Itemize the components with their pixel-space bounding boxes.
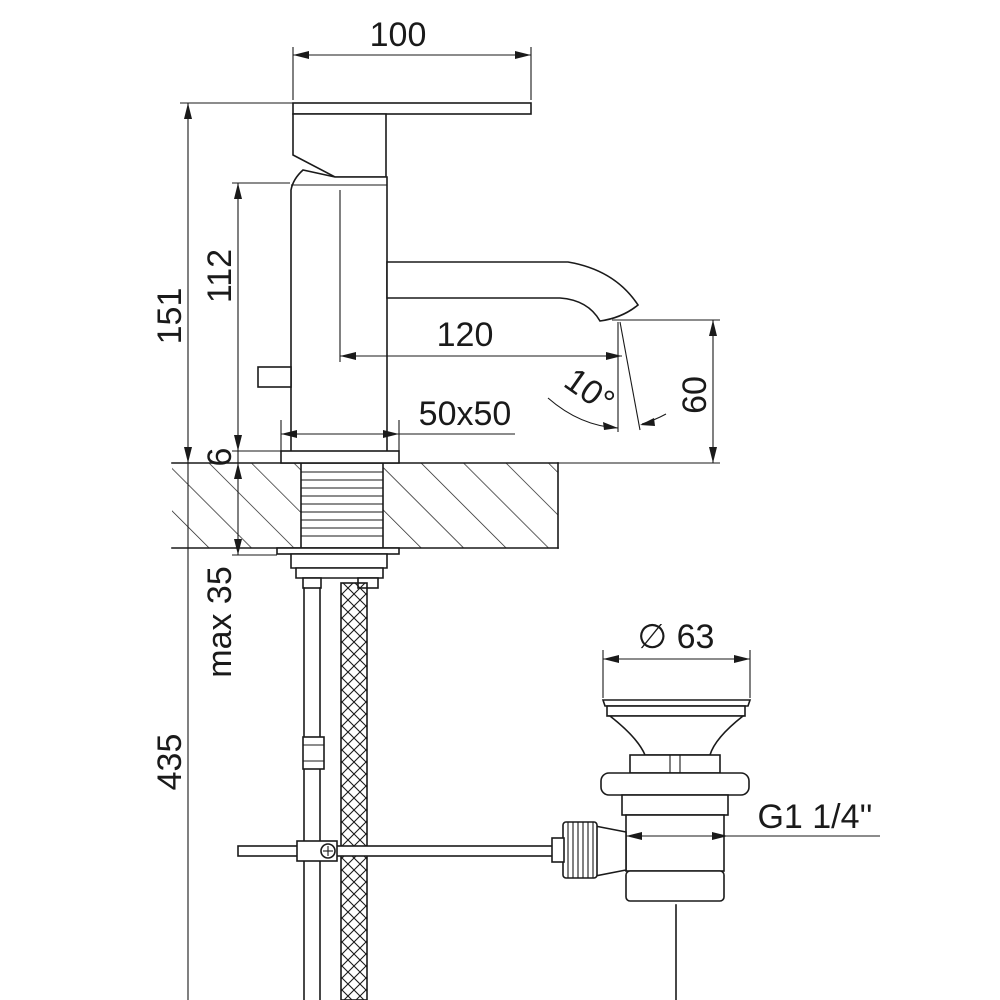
faucet-body — [290, 169, 388, 456]
dim-body-height: 112 — [201, 249, 239, 303]
popup-waste — [551, 699, 752, 1000]
link-rod — [237, 840, 564, 862]
lever-handle — [292, 102, 532, 115]
fixing-plate — [276, 547, 400, 555]
faucet — [257, 102, 640, 589]
dimension-lines — [180, 47, 880, 1000]
flexible-hose — [340, 582, 368, 1000]
popup-rod — [302, 587, 325, 1000]
countertop-section — [171, 462, 559, 549]
dim-max-deck: max 35 — [201, 566, 239, 678]
dim-waste-diameter: ∅ 63 — [638, 618, 715, 656]
dim-spout-height: 60 — [676, 376, 714, 414]
rod-clip — [302, 736, 325, 770]
dim-base-plate: 6 — [201, 448, 239, 467]
handle-block — [292, 113, 387, 178]
threaded-shank — [301, 471, 383, 537]
spout — [386, 261, 640, 322]
waste-cap — [601, 699, 752, 707]
dim-spout-reach: 120 — [437, 316, 494, 354]
dim-handle-width: 100 — [370, 16, 427, 54]
base-plate — [280, 450, 400, 464]
dim-base-size: 50x50 — [419, 395, 512, 433]
dim-hose-length: 435 — [151, 734, 189, 791]
dim-waste-thread: G1 1/4'' — [757, 798, 872, 836]
popup-knob — [257, 366, 292, 388]
waste-nut — [600, 772, 750, 796]
dim-total-height: 151 — [151, 288, 189, 345]
